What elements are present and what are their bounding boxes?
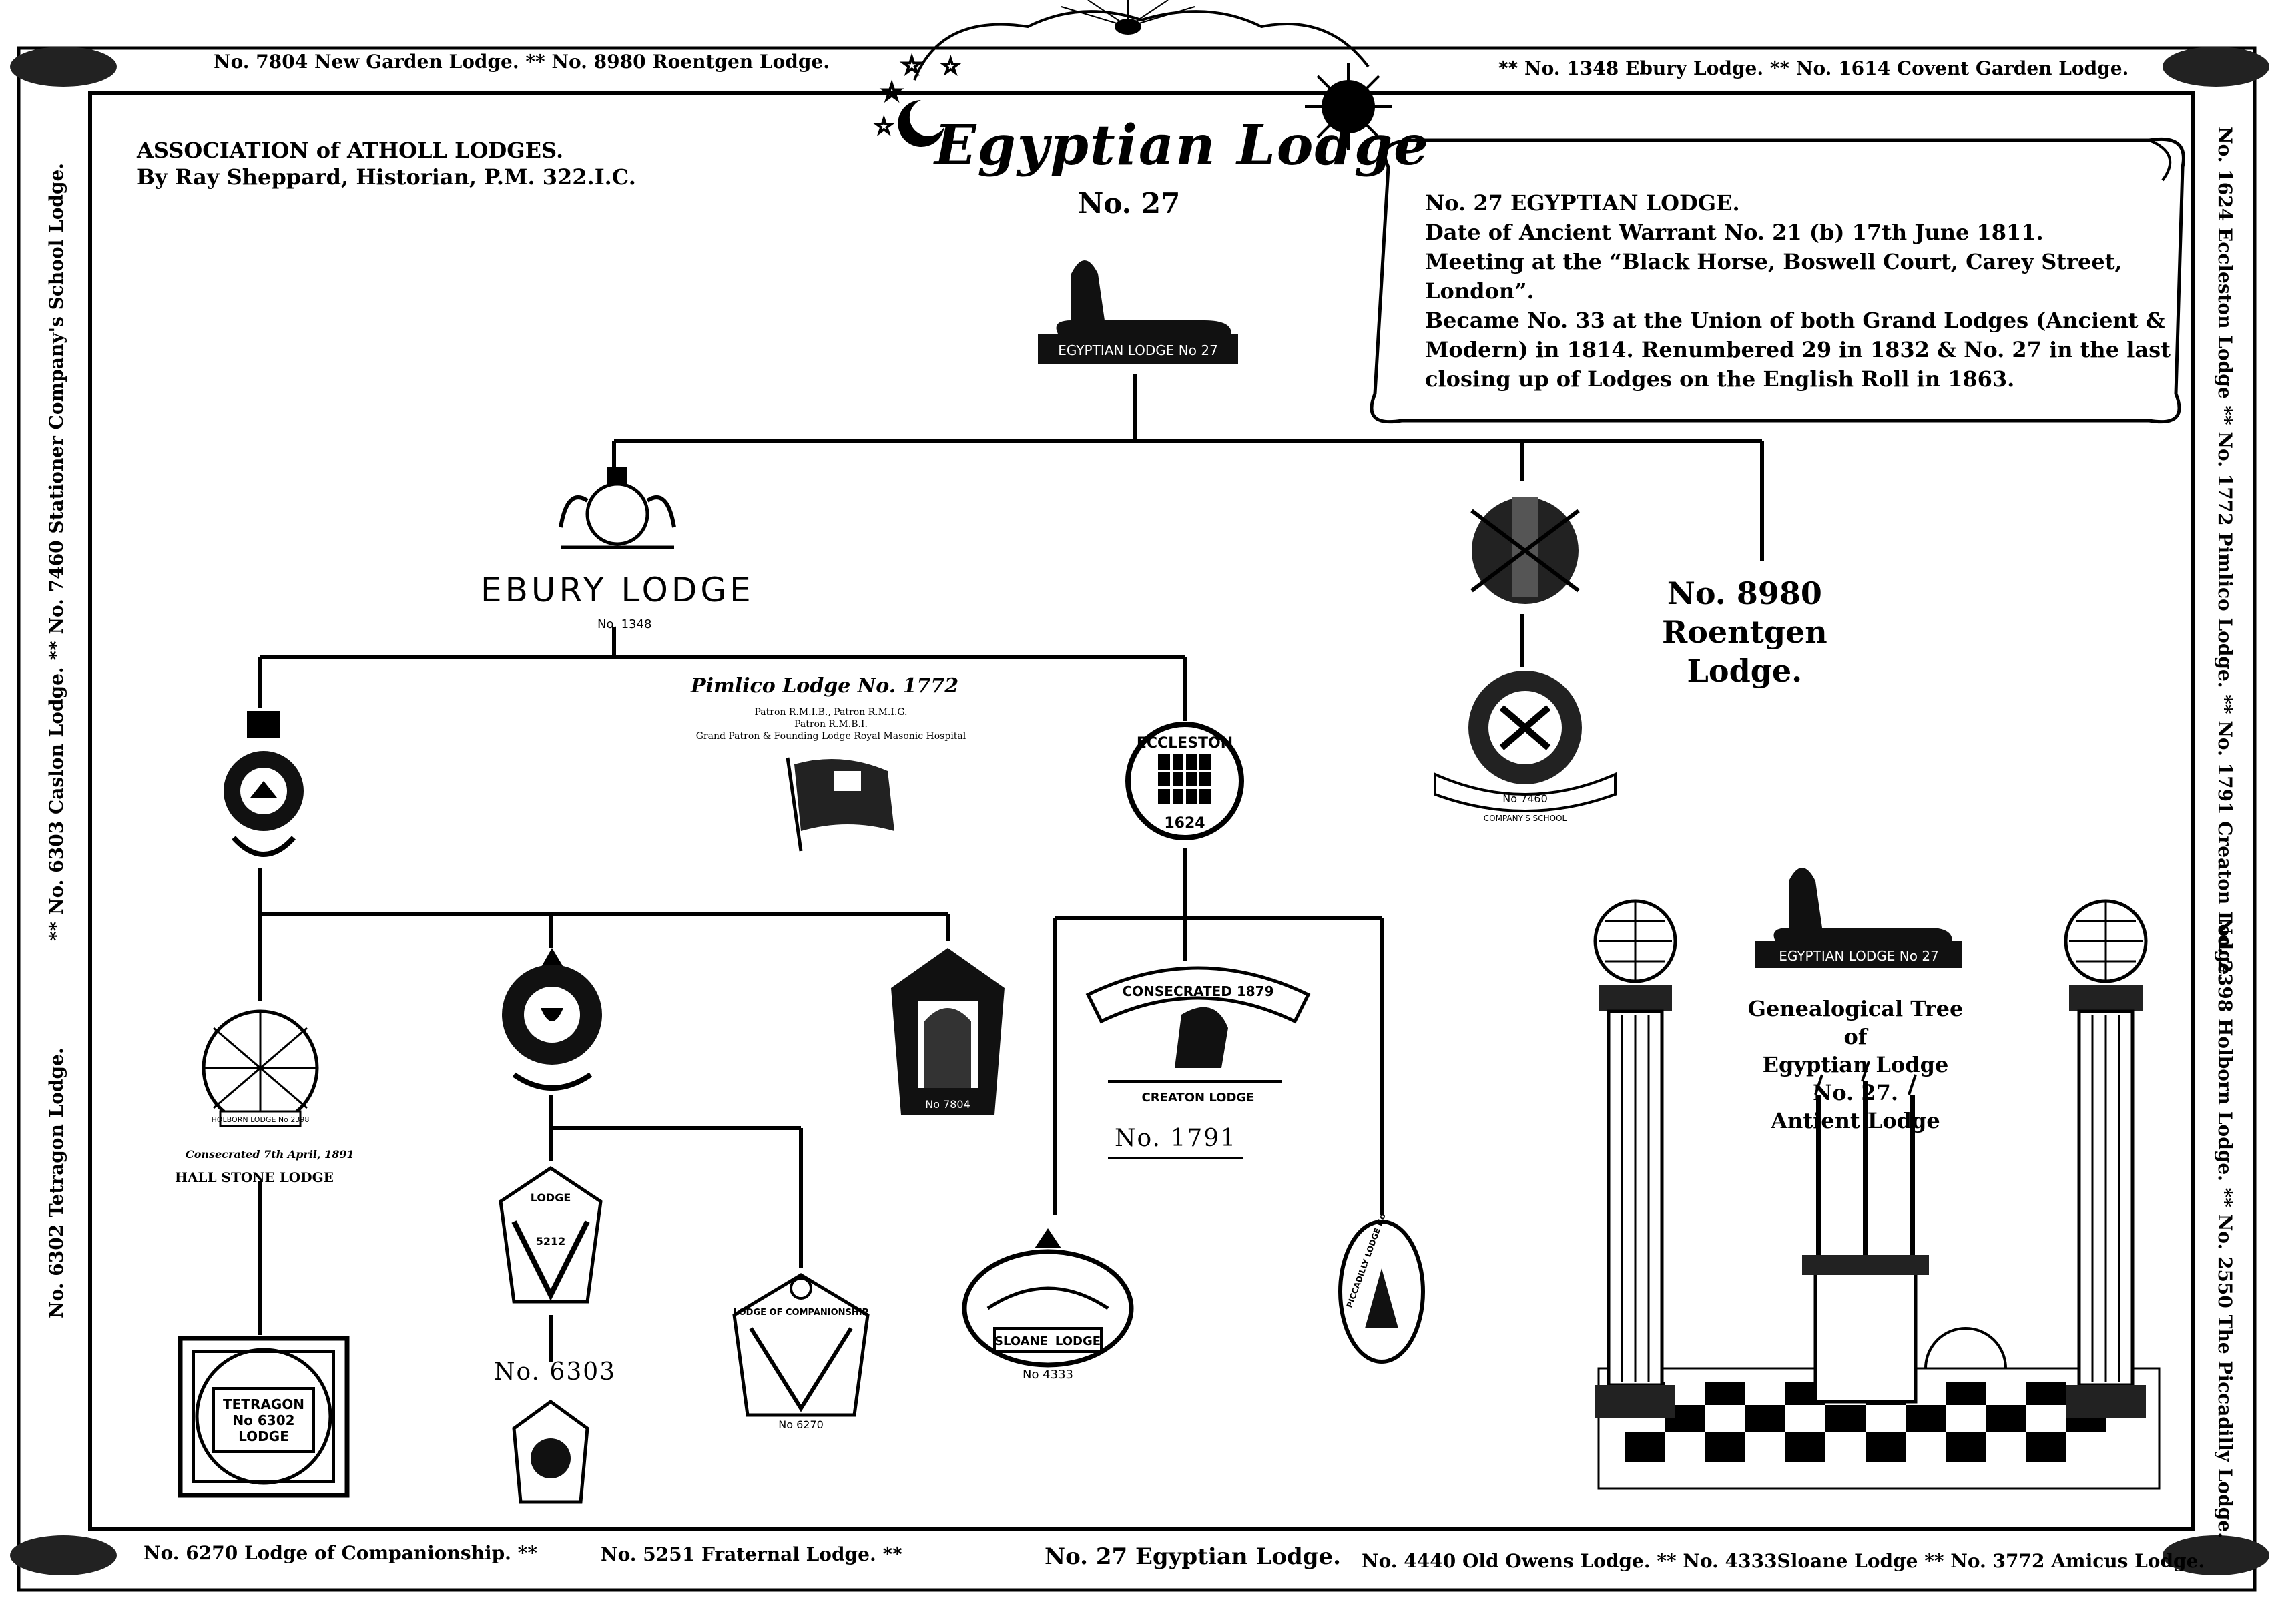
caslon-badge: [512, 1399, 589, 1504]
page-title: Egyptian Lodge: [934, 113, 1430, 178]
border-bottom-4: No. 4440 Old Owens Lodge. ** No. 4333Slo…: [1362, 1550, 2205, 1572]
eye-icon: [1115, 19, 1141, 35]
svg-text:1624: 1624: [1164, 815, 1205, 832]
page-number: No. 27: [1078, 187, 1181, 220]
hall-stone-label: HALL STONE LODGE: [175, 1169, 334, 1185]
holborn-badge: HOLBORN LODGE No 2398: [202, 1009, 319, 1127]
right-pillar: [2064, 899, 2148, 1418]
piccadilly-badge: PICCADILLY LODGE No 2550: [1338, 1215, 1425, 1364]
border-top-right: ** No. 1348 Ebury Lodge. ** No. 1614 Cov…: [1498, 57, 2129, 79]
svg-text:LODGE OF COMPANIONSHIP: LODGE OF COMPANIONSHIP: [734, 1308, 868, 1318]
stationer-badge: No 7460 COMPANY'S SCHOOL: [1434, 671, 1617, 823]
creaton-badge: CONSECRATED 1879 CREATON LODGE: [1085, 966, 1311, 1105]
scroll-text: No. 27 EGYPTIAN LODGE. Date of Ancient W…: [1425, 190, 2171, 392]
svg-text:LODGE: LODGE: [1055, 1334, 1101, 1348]
sloane-badge: SLOANE LODGE No 4333: [962, 1228, 1134, 1382]
ebury-lodge-number: No. 1348: [597, 617, 652, 631]
pimlico-patrons: Patron R.M.I.B., Patron R.M.I.G. Patron …: [695, 707, 966, 742]
rising-sun-icon: [1924, 1327, 2007, 1369]
svg-text:☆: ☆: [874, 113, 894, 139]
tetragon-text: TETRAGON No 6302 LODGE: [223, 1396, 304, 1444]
svg-text:SLOANE: SLOANE: [994, 1334, 1048, 1348]
svg-text:ECCLESTON: ECCLESTON: [1137, 735, 1233, 752]
svg-text:LODGE: LODGE: [531, 1191, 571, 1204]
creaton-number: No. 1791: [1108, 1125, 1244, 1159]
svg-text:☆: ☆: [941, 53, 960, 79]
roentgen-badge: [1470, 497, 1580, 604]
svg-text:No 6270: No 6270: [778, 1418, 824, 1431]
left-pillar: [1593, 899, 1677, 1418]
companionship-badge: LODGE OF COMPANIONSHIP No 6270: [732, 1273, 870, 1431]
border-bottom-1: No. 6270 Lodge of Companionship. **: [144, 1542, 537, 1564]
holborn-consecrated: Consecrated 7th April, 1891: [186, 1148, 354, 1161]
covent-garden-badge: [224, 711, 304, 857]
svg-text:No 7804: No 7804: [925, 1098, 970, 1111]
temple-illustration: [1593, 899, 2161, 1490]
egyptian-sphinx-badge: EGYPTIAN LODGE No 27: [1038, 260, 1238, 364]
svg-text:☆: ☆: [901, 52, 922, 79]
svg-text:HOLBORN LODGE No 2398: HOLBORN LODGE No 2398: [212, 1115, 310, 1124]
pimlico-title: Pimlico Lodge No. 1772: [691, 674, 959, 698]
svg-text:CREATON LODGE: CREATON LODGE: [1142, 1091, 1255, 1105]
svg-text:No 7460: No 7460: [1502, 792, 1548, 805]
moon-icon: [898, 100, 944, 147]
roentgen-label: No. 8980 Roentgen Lodge.: [1662, 575, 1827, 689]
ebury-lodge-name: EBURY LODGE: [481, 571, 754, 609]
altar-candles: [1802, 1061, 1929, 1404]
scroll-panel: [1370, 137, 2185, 424]
eccleston-badge: ECCLESTON 1624: [1125, 722, 1244, 840]
new-garden-badge: No 7804: [891, 948, 1005, 1115]
pimlico-flag-icon: [786, 757, 894, 852]
sun-icon: [1305, 63, 1392, 150]
sky-ornament: ☆ ☆ ☆ ☆: [874, 0, 1392, 150]
ebury-crest-icon: [559, 467, 676, 549]
svg-text:5212: 5212: [536, 1235, 566, 1248]
caslon-number: No. 6303: [494, 1358, 617, 1386]
tetragon-badge: [178, 1336, 350, 1498]
border-top-left: No. 7804 New Garden Lodge. ** No. 8980 R…: [214, 51, 830, 73]
star-icons: ☆ ☆ ☆ ☆: [874, 51, 962, 140]
amicus-badge: [502, 948, 602, 1091]
fraternal-badge: LODGE 5212: [499, 1165, 603, 1304]
svg-text:No 4333: No 4333: [1023, 1368, 1073, 1382]
genealogical-caption: Genealogical Tree of Egyptian Lodge No. …: [1747, 996, 1964, 1133]
border-bottom-2: No. 5251 Fraternal Lodge. **: [601, 1543, 902, 1565]
svg-text:☆: ☆: [881, 79, 902, 106]
corner-ornament-icon: [10, 47, 2269, 1575]
svg-text:EGYPTIAN LODGE No 27: EGYPTIAN LODGE No 27: [1058, 342, 1218, 358]
egyptian-sphinx-badge-2: EGYPTIAN LODGE No 27: [1755, 868, 1962, 968]
association-title: ASSOCIATION of ATHOLL LODGES. By Ray She…: [137, 138, 636, 190]
svg-text:COMPANY'S SCHOOL: COMPANY'S SCHOOL: [1484, 814, 1567, 823]
svg-text:CONSECRATED 1879: CONSECRATED 1879: [1122, 983, 1273, 999]
border-bottom-3: No. 27 Egyptian Lodge.: [1045, 1543, 1342, 1570]
svg-text:EGYPTIAN LODGE No 27: EGYPTIAN LODGE No 27: [1779, 948, 1939, 964]
